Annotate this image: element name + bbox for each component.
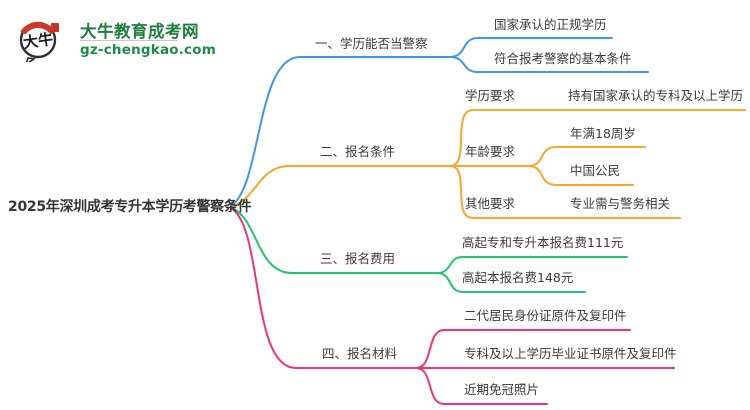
logo-divider	[80, 40, 178, 41]
branch-1-leaf-1: 国家承认的正规学历	[494, 17, 607, 32]
branch-2-sub-1-label: 学历要求	[465, 88, 516, 103]
svg-text:大牛: 大牛	[22, 30, 54, 52]
branch-3-leaf-2: 高起本报名费148元	[462, 270, 574, 285]
branch-1-connector	[230, 37, 649, 207]
root-topic: 2025年深圳成考专升本学历考警察条件	[8, 199, 252, 215]
logo-site-domain: gz-chengkao.com	[80, 42, 217, 58]
branch-4-leaf-1: 二代居民身份证原件及复印件	[464, 308, 627, 323]
branch-2-sub-1-leaf-1: 持有国家承认的专科及以上学历	[568, 88, 744, 103]
branch-2-label: 二、报名条件	[320, 144, 396, 159]
branch-2-sub-2-leaf-1: 年满18周岁	[570, 126, 636, 141]
logo-bull-icon: 大牛	[19, 21, 59, 62]
branch-2-sub-2-label: 年龄要求	[465, 144, 516, 159]
branch-4-leaf-2: 专科及以上学历毕业证书原件及复印件	[464, 346, 677, 361]
branch-2-sub-3-leaf-1: 专业需与警务相关	[570, 196, 671, 211]
branch-2-sub-2-leaf-2: 中国公民	[570, 163, 621, 178]
branch-4-leaf-3: 近期免冠照片	[464, 382, 540, 397]
branch-2-connector	[230, 109, 746, 219]
branch-2-sub-3-label: 其他要求	[465, 196, 516, 211]
branch-4-label: 四、报名材料	[322, 346, 398, 361]
branch-3-connector	[230, 207, 628, 293]
branch-1-leaf-2: 符合报考警察的基本条件	[494, 51, 632, 66]
branch-3-leaf-1: 高起专和专升本报名费111元	[462, 235, 624, 250]
site-logo: 大牛 大牛教育成考网 gz-chengkao.com	[18, 14, 238, 64]
branch-3-label: 三、报名费用	[320, 251, 396, 266]
logo-site-name: 大牛教育成考网	[80, 22, 199, 41]
branch-4-connector	[230, 207, 675, 405]
branch-1-label: 一、学历能否当警察	[315, 36, 428, 51]
